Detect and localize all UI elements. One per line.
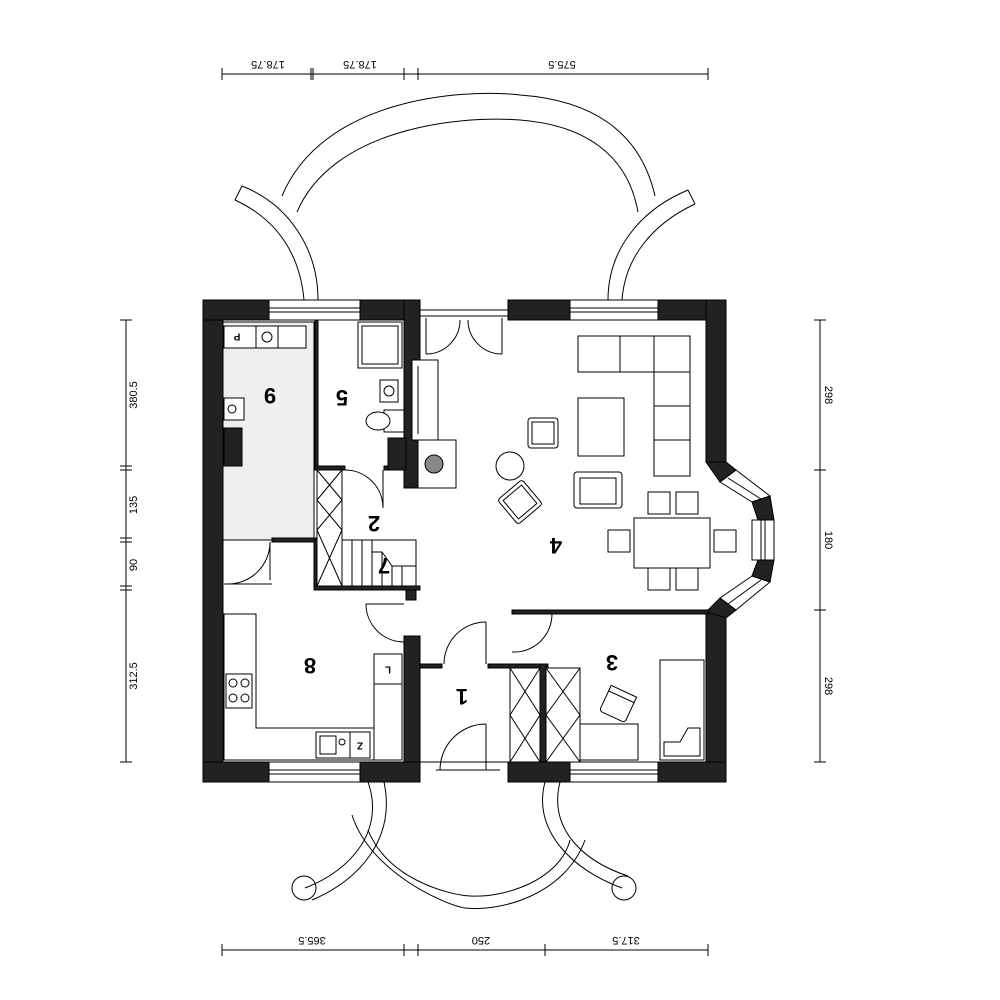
stairs xyxy=(316,469,417,587)
dim-bottom-2: 250 xyxy=(472,934,490,946)
dim-top-2: 178.75 xyxy=(343,58,377,70)
kitchen-fixtures xyxy=(223,613,403,761)
dim-top-3: 575.5 xyxy=(548,58,576,70)
label-z: Z xyxy=(357,739,363,750)
room-label-9: 9 xyxy=(264,383,276,408)
bathroom-fixtures xyxy=(357,321,457,489)
room-label-8: 8 xyxy=(304,653,316,678)
room-label-5: 5 xyxy=(336,385,348,410)
room-label-7: 7 xyxy=(378,553,390,578)
windows xyxy=(268,299,775,783)
top-terrace-arcs xyxy=(234,92,696,301)
dim-bottom-1: 365.5 xyxy=(298,934,326,946)
dim-top-1: 178.75 xyxy=(251,58,285,70)
room-label-3: 3 xyxy=(606,650,618,675)
top-double-door xyxy=(420,309,508,355)
dimension-lines xyxy=(120,68,826,956)
bedroom-furniture xyxy=(579,659,705,761)
dim-right-3: 298 xyxy=(822,677,834,695)
dim-right-2: 180 xyxy=(822,531,834,549)
dimension-labels: 178.75 178.75 575.5 365.5 250 317.5 380.… xyxy=(128,58,834,946)
doors xyxy=(224,469,553,771)
dim-left-3: 90 xyxy=(128,559,140,571)
room-label-4: 4 xyxy=(549,533,562,558)
bottom-terrace-arcs xyxy=(291,781,637,910)
label-p: P xyxy=(233,330,240,341)
dim-left-1: 380.5 xyxy=(128,381,140,409)
dim-left-2: 135 xyxy=(128,496,140,514)
dim-bottom-3: 317.5 xyxy=(612,934,640,946)
dim-left-4: 312.5 xyxy=(128,662,140,690)
room-9-fixtures xyxy=(223,325,307,467)
room-label-1: 1 xyxy=(456,684,468,709)
room-label-2: 2 xyxy=(368,511,380,536)
room-labels: 1 2 3 4 5 7 8 9 P Z L xyxy=(233,330,618,750)
hall-wardrobe xyxy=(509,667,581,763)
label-l: L xyxy=(385,663,391,674)
dim-right-1: 298 xyxy=(822,386,834,404)
living-furniture xyxy=(495,335,737,591)
